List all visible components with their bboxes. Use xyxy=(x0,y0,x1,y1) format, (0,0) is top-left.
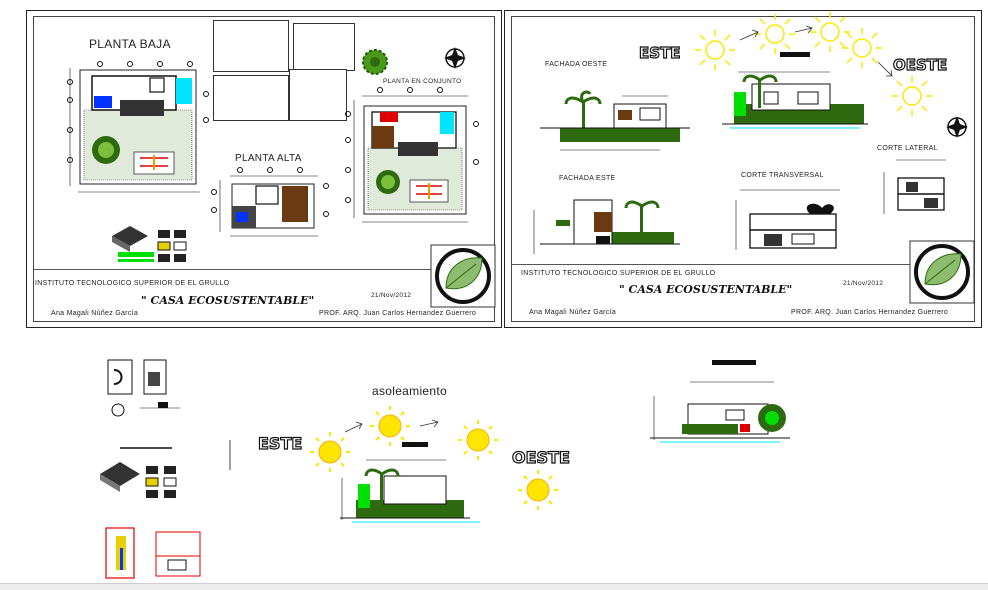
asoleamiento-label: asoleamiento xyxy=(372,384,447,398)
sun-icon xyxy=(695,12,932,116)
detail-drawings xyxy=(100,359,231,579)
planta-conjunto-label: PLANTA EN CONJUNTO xyxy=(383,78,462,85)
planta-baja-plan xyxy=(67,61,209,193)
title-block: INSTITUTO TECNOLOGICO SUPERIOR DE EL GRU… xyxy=(511,264,975,322)
leaf-logo-icon xyxy=(909,240,975,304)
professor-name: PROF. ARQ. Juan Carlos Hernandez Guerrer… xyxy=(791,309,949,316)
tree-icon xyxy=(362,49,388,75)
palm-tree-icon xyxy=(624,200,660,234)
este-label: ESTE xyxy=(638,43,681,62)
leaf-logo-icon xyxy=(430,244,496,308)
project-title: " CASA ECOSUSTENTABLE" xyxy=(141,294,315,307)
north-arrow-icon xyxy=(444,47,466,69)
drawing-date: 21/Nov/2012 xyxy=(843,280,884,287)
drawing-date: 21/Nov/2012 xyxy=(371,292,412,299)
sheet-fachadas-inner-frame xyxy=(511,16,975,322)
note-box xyxy=(293,23,355,71)
furniture-legend xyxy=(112,226,187,262)
institute-name: INSTITUTO TECNOLOGICO SUPERIOR DE EL GRU… xyxy=(521,270,716,277)
asoleamiento-elevation-drawing xyxy=(340,442,480,523)
este-label: ESTE xyxy=(257,433,303,453)
loose-elevation-drawing xyxy=(650,360,790,443)
note-box xyxy=(289,69,347,121)
institute-name: INSTITUTO TECNOLOGICO SUPERIOR DE EL GRU… xyxy=(35,280,230,287)
north-arrow-icon xyxy=(946,116,968,138)
sun-path-arrows xyxy=(344,419,439,433)
fachada-oeste-drawing xyxy=(540,90,690,151)
corte-lateral-drawing xyxy=(883,159,946,214)
palm-tree-icon xyxy=(364,468,400,502)
sun-icon xyxy=(310,406,558,510)
note-box xyxy=(213,20,289,72)
planta-alta-plan xyxy=(211,167,329,237)
fachada-este-label: FACHADA ESTE xyxy=(559,175,616,182)
fachada-oeste-label: FACHADA OESTE xyxy=(545,61,608,68)
student-name: Ana Magali Núñez García xyxy=(529,309,617,316)
note-box xyxy=(213,75,289,121)
sheet-plantas-inner-frame xyxy=(33,16,495,322)
oeste-label: OESTE xyxy=(892,55,948,74)
oeste-label: OESTE xyxy=(511,447,570,467)
sun-path-arrows xyxy=(739,25,893,77)
professor-name: PROF. ARQ. Juan Carlos Hernandez Guerrer… xyxy=(319,310,477,317)
planta-conjunto-plan xyxy=(345,87,479,223)
planta-alta-label: PLANTA ALTA xyxy=(235,153,302,164)
corte-transversal-drawing xyxy=(735,189,840,250)
palm-tree-icon xyxy=(564,90,602,128)
student-name: Ana Magali Núñez García xyxy=(51,310,139,317)
fachada-este-drawing xyxy=(533,199,680,254)
horizontal-scrollbar[interactable] xyxy=(0,583,988,590)
corte-transversal-label: CORTE TRANSVERSAL xyxy=(741,172,824,179)
title-block: INSTITUTO TECNOLOGICO SUPERIOR DE EL GRU… xyxy=(33,269,495,322)
fachada-elevation-drawing xyxy=(722,52,868,129)
sheet-fachadas: ESTE OESTE FACHADA OESTE FACHADA ESTE CO… xyxy=(504,10,982,328)
palm-tree-icon xyxy=(742,74,778,108)
corte-lateral-label: CORTE LATERAL xyxy=(877,145,938,152)
planta-baja-label: PLANTA BAJA xyxy=(89,37,171,51)
project-title: " CASA ECOSUSTENTABLE" xyxy=(619,283,793,296)
sheet-plantas: PLANTA BAJA PLANTA EN CONJUNTO PLANTA AL… xyxy=(26,10,502,328)
